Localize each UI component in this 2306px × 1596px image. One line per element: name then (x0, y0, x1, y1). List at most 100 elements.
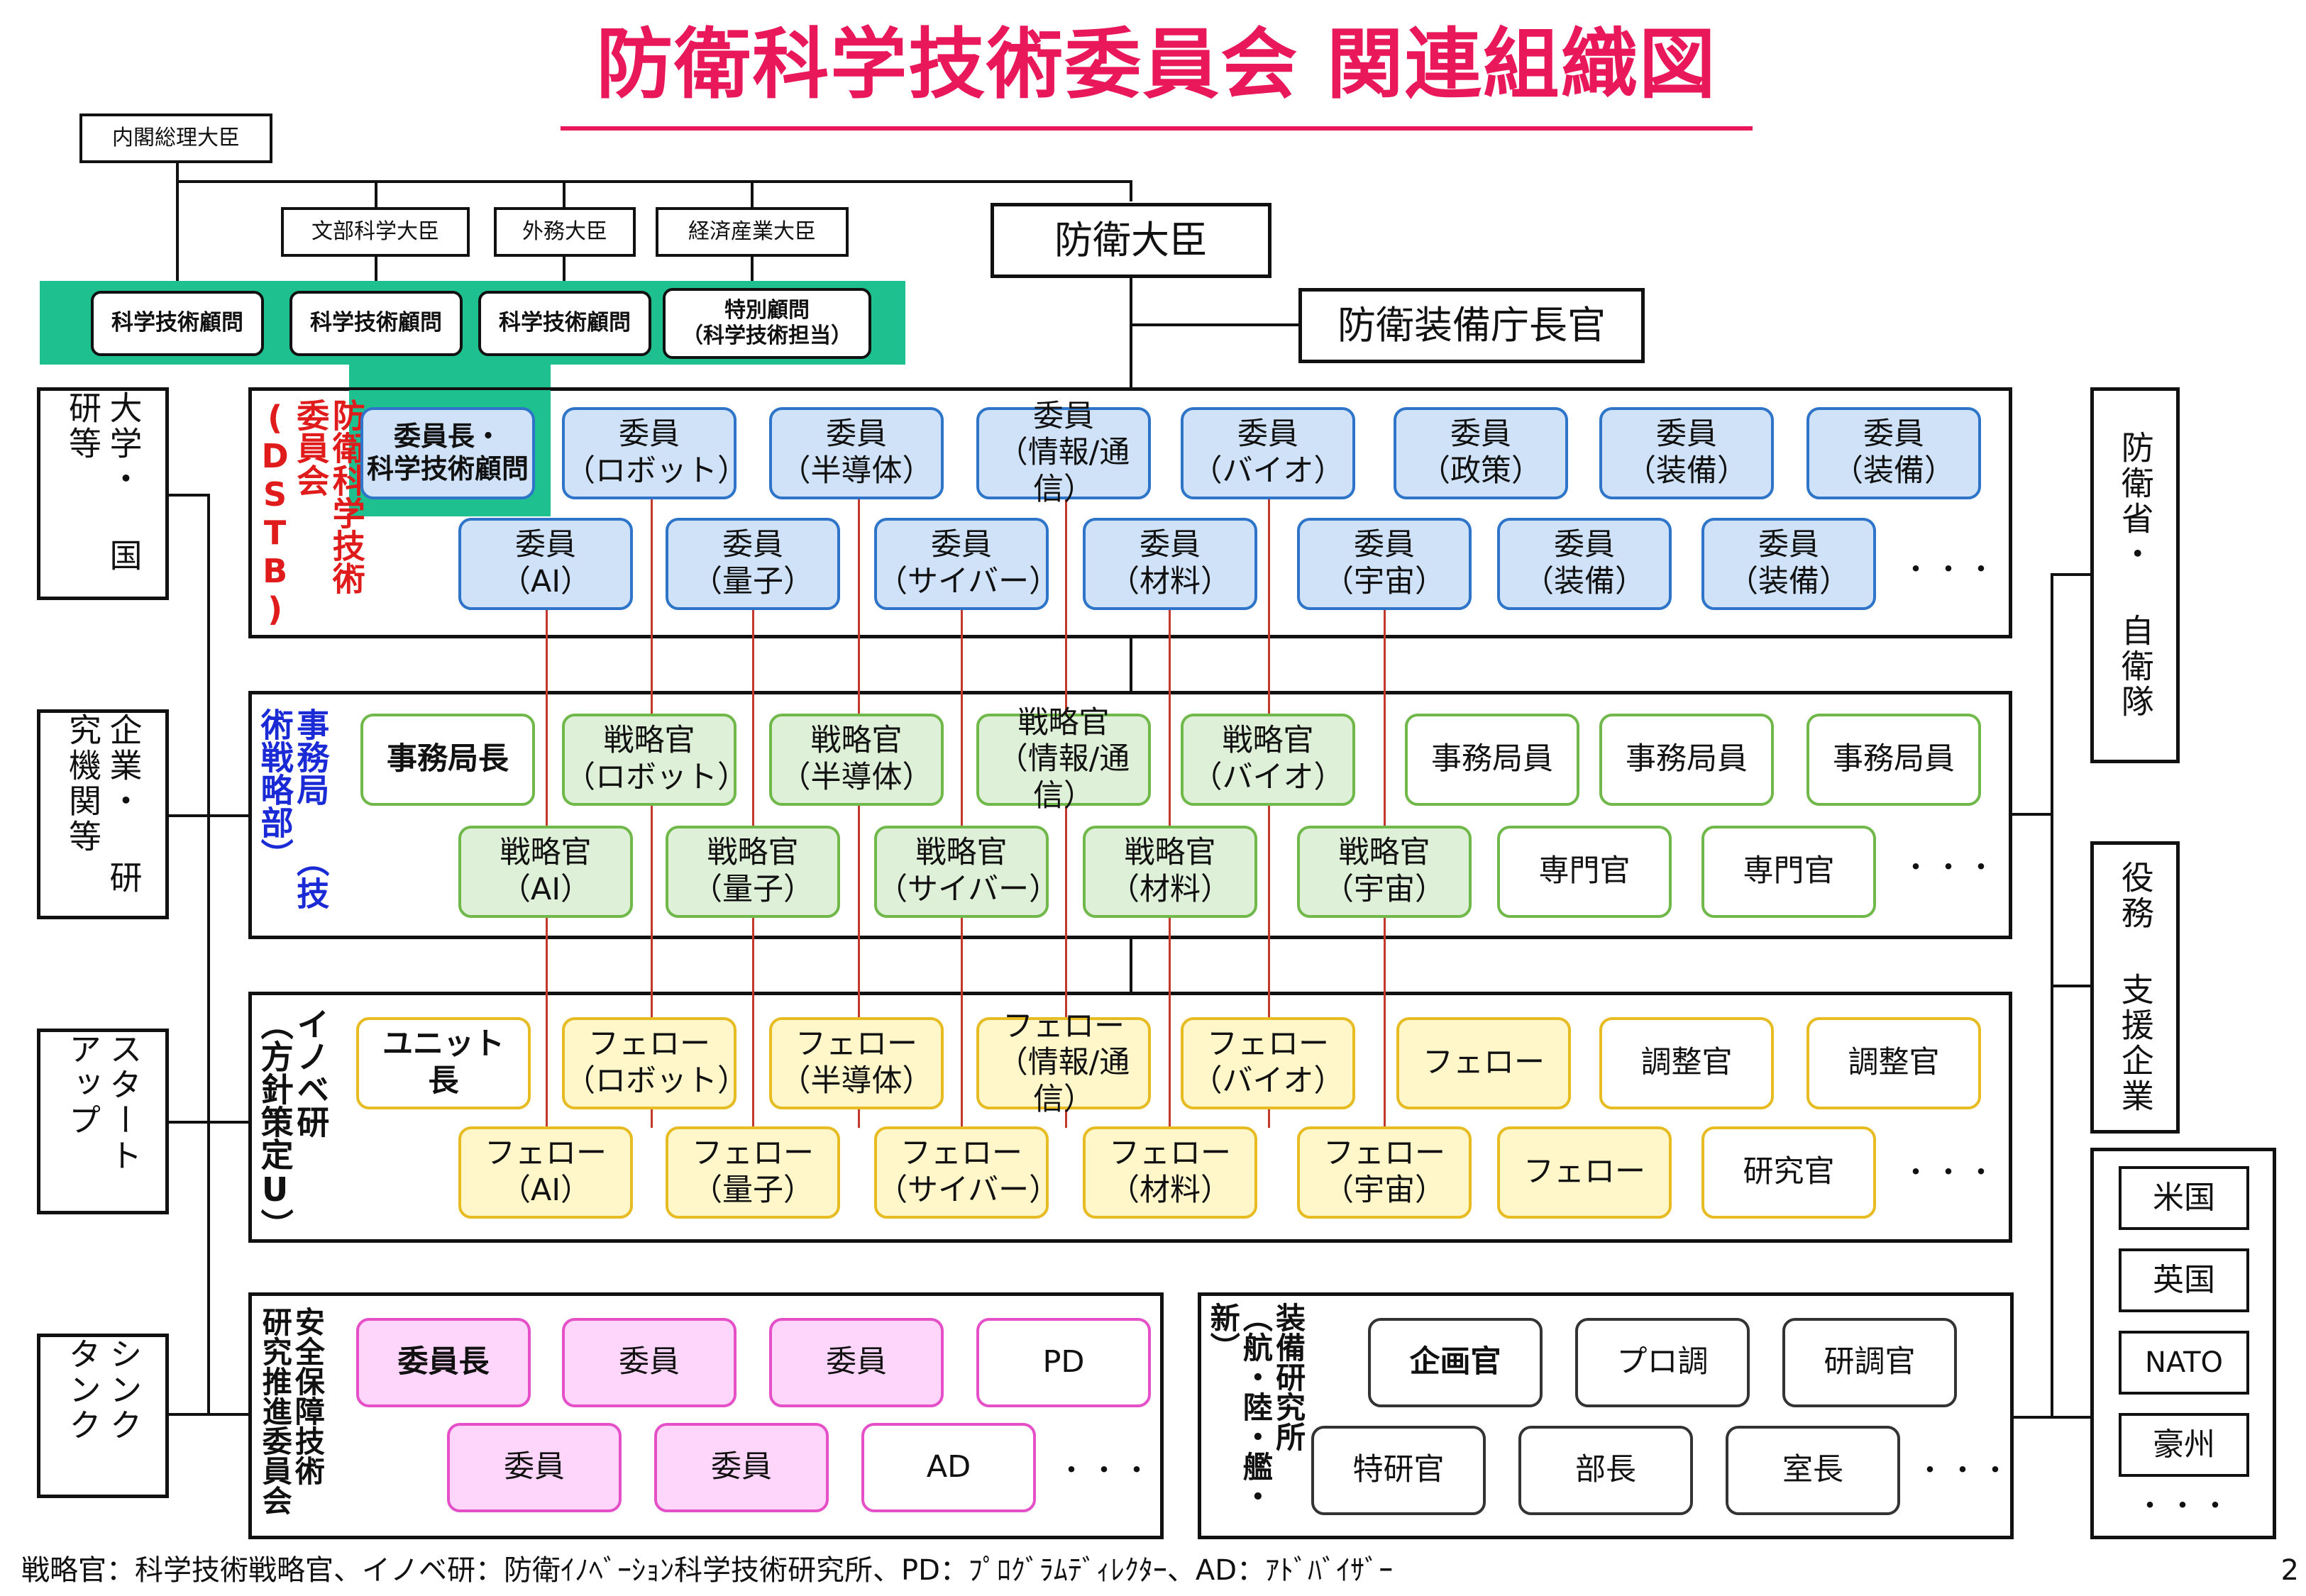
connector (176, 162, 179, 291)
dstb-member: 委員 （サイバー） (874, 518, 1059, 610)
strategist-box: 戦略官 （ロボット） (562, 714, 748, 806)
company-label: 企業・ 研究機関等 (64, 713, 143, 896)
strategist-box: 戦略官 （半導体） (769, 714, 944, 806)
fellow-box: フェロー （情報/通信） (976, 1009, 1151, 1117)
institute-staff-box: 部長 (1518, 1426, 1693, 1515)
footnote: 戦略官：科学技術戦略官、イノベ研：防衛ｲﾉﾍﾞｰｼｮﾝ科学技術研究所、PD：ﾌﾟ… (21, 1554, 1394, 1587)
country-box: 米国 (2119, 1166, 2249, 1230)
dstb-member: 委員 （装備） (1497, 518, 1672, 610)
institute-staff-box: プロ調 (1575, 1318, 1750, 1407)
strategist-box: 戦略官 （量子） (666, 826, 840, 918)
advisor-box: 科学技術顧問 (91, 291, 264, 356)
connector (1131, 323, 1298, 326)
fellow-box: フェロー （宇宙） (1297, 1126, 1472, 1219)
dstb-member: 委員 （材料） (1083, 518, 1257, 610)
connector (167, 494, 210, 497)
innovation-label: イノベ研 （方針策定U） (255, 1007, 331, 1241)
security-committee-label: 安全保障技術 研究推進委員会 (258, 1307, 326, 1515)
title-underline (561, 126, 1753, 131)
secretariat-head: 事務局長 (360, 714, 535, 806)
ellipsis: ・・・ (1057, 1454, 1155, 1487)
country-box: NATO (2119, 1331, 2249, 1395)
ellipsis: ・・・ (1902, 553, 1999, 586)
page-number: 2 (2280, 1554, 2299, 1587)
fellow-box: フェロー (1497, 1126, 1672, 1219)
institute-staff-box: 企画官 (1368, 1318, 1543, 1407)
strategist-box: 戦略官 （宇宙） (1297, 826, 1472, 918)
dstb-member: 委員 （装備） (1599, 407, 1774, 499)
dstb-member: 委員 （バイオ） (1181, 407, 1355, 499)
page-title: 防衛科学技術委員会 関連組織図 (596, 21, 1717, 109)
startup-box: スタート アップ (37, 1029, 169, 1214)
company-box: 企業・ 研究機関等 (37, 709, 169, 919)
unit-head: ユニット 長 (356, 1017, 531, 1109)
pm-box: 内閣総理大臣 (79, 113, 272, 163)
connector (176, 180, 1131, 183)
minister-box: 経済産業大臣 (656, 207, 849, 257)
strategist-box: 戦略官 （サイバー） (874, 826, 1059, 918)
fellow-box: フェロー （ロボット） (562, 1017, 748, 1109)
connector (167, 1121, 250, 1124)
dstb-chair: 委員長・ 科学技術顧問 (360, 407, 535, 499)
connector (2009, 1416, 2092, 1419)
dstb-member: 委員 （AI） (458, 518, 633, 610)
defense-minister-box: 防衛大臣 (991, 203, 1271, 278)
fellow-box: フェロー （サイバー） (874, 1126, 1059, 1219)
secretariat-staff-box: 事務局員 (1599, 714, 1774, 806)
dstb-member: 委員 （装備） (1701, 518, 1876, 610)
advisor-box: 科学技術顧問 (289, 291, 463, 356)
dstb-label: 防衛科学技術 委員会(DSTB) (255, 399, 366, 628)
connector (167, 814, 250, 817)
link-line (1268, 497, 1270, 1128)
minister-box: 文部科学大臣 (281, 207, 470, 257)
fellow-box: フェロー (1396, 1017, 1571, 1109)
committee-member: 委員 (654, 1423, 829, 1512)
link-line (1065, 497, 1067, 1128)
secretariat-staff-box: 事務局員 (1405, 714, 1579, 806)
mod-sdf-box: 防衛省・ 自衛隊 (2090, 387, 2180, 763)
strategist-box: 戦略官 （材料） (1083, 826, 1257, 918)
connector (207, 814, 210, 1416)
advisor-box: 科学技術顧問 (478, 291, 651, 356)
link-line (858, 497, 860, 1128)
institute-staff-box: 特研官 (1311, 1426, 1486, 1515)
ellipsis: ・・・ (2136, 1490, 2234, 1522)
equipment-institute-label: 装備研究所 （航・陸・艦・新） (1206, 1302, 1306, 1511)
ellipsis: ・・・ (1902, 1156, 1999, 1189)
country-box: 豪州 (2119, 1413, 2249, 1477)
fellow-box: フェロー （材料） (1083, 1126, 1257, 1219)
country-box: 英国 (2119, 1248, 2249, 1312)
committee-member: 委員長 (356, 1318, 531, 1407)
institute-staff-box: 室長 (1726, 1426, 1900, 1515)
connector (1130, 939, 1132, 992)
dstb-member: 委員 （量子） (666, 518, 840, 610)
committee-member: 委員 (447, 1423, 622, 1512)
thinktank-label: シンク タンク (64, 1337, 143, 1443)
ellipsis: ・・・ (1916, 1454, 2014, 1487)
connector (2051, 573, 2092, 576)
minister-box: 外務大臣 (494, 207, 636, 257)
specialist-box: 専門官 (1701, 826, 1876, 918)
strategist-box: 戦略官 （情報/通信） (976, 705, 1151, 814)
dstb-member: 委員 （政策） (1394, 407, 1568, 499)
secretariat-label: 事務局 （技術戦略部） (255, 708, 331, 909)
dstb-member: 委員 （ロボット） (562, 407, 748, 499)
researcher-box: 研究官 (1701, 1126, 1876, 1219)
program-director-box: PD (976, 1318, 1151, 1407)
committee-member: 委員 (769, 1318, 944, 1407)
secretariat-staff-box: 事務局員 (1806, 714, 1981, 806)
institute-staff-box: 研調官 (1782, 1318, 1957, 1407)
dstb-member: 委員 （装備） (1806, 407, 1981, 499)
atla-commissioner-box: 防衛装備庁長官 (1298, 288, 1645, 363)
connector (1130, 638, 1132, 691)
fellow-box: フェロー （量子） (666, 1126, 840, 1219)
special-advisor-box: 特別顧問 （科学技術担当） (663, 288, 871, 359)
coordinator-box: 調整官 (1806, 1017, 1981, 1109)
committee-member: 委員 (562, 1318, 737, 1407)
connector (2009, 813, 2053, 816)
connector (207, 494, 210, 820)
connector (2051, 985, 2092, 987)
connector (2051, 573, 2053, 1417)
university-label: 大学・ 国研等 (64, 391, 143, 574)
mod-sdf-label: 防衛省・ 自衛隊 (2116, 431, 2155, 720)
